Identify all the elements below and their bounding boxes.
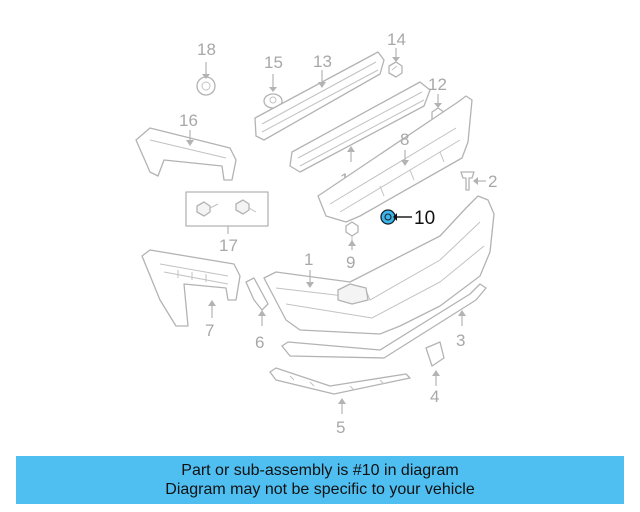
label-5: 5 bbox=[336, 418, 345, 437]
part-15-clip: 15 bbox=[263, 53, 283, 109]
part-16-side-bracket: 16 bbox=[135, 111, 237, 181]
label-9: 9 bbox=[346, 253, 355, 272]
label-17: 17 bbox=[219, 236, 238, 255]
part-10-highlight bbox=[380, 209, 396, 225]
part-9-bolt: 9 bbox=[345, 221, 359, 272]
label-2: 2 bbox=[488, 172, 497, 191]
part-2-clip: 2 bbox=[460, 171, 497, 191]
part-10-nut: 10 bbox=[380, 208, 435, 229]
banner-line-1: Part or sub-assembly is #10 in diagram bbox=[181, 462, 459, 479]
parts-diagram: 18 15 13 14 11 12 bbox=[135, 30, 497, 437]
info-banner: Part or sub-assembly is #10 in diagram D… bbox=[16, 456, 624, 504]
label-15: 15 bbox=[264, 53, 283, 72]
part-17-fastener-kit: 17 bbox=[185, 191, 269, 255]
part-7-side-bracket: 7 bbox=[141, 249, 241, 340]
part-3-lower-valance: 3 bbox=[281, 283, 487, 359]
part-8-lower-bracket: 8 bbox=[317, 95, 473, 223]
part-4-small-bracket: 4 bbox=[425, 341, 445, 406]
banner-line-2: Diagram may not be specific to your vehi… bbox=[165, 481, 475, 498]
part-14-bolt: 14 bbox=[387, 30, 406, 78]
part-6-side-spacer: 6 bbox=[245, 277, 269, 352]
label-1: 1 bbox=[304, 250, 313, 269]
part-5-molding-strip: 5 bbox=[269, 367, 411, 437]
label-14: 14 bbox=[387, 30, 406, 49]
label-16: 16 bbox=[179, 111, 198, 130]
label-3: 3 bbox=[456, 331, 465, 350]
label-12: 12 bbox=[428, 75, 447, 94]
part-13-absorber: 13 bbox=[254, 51, 385, 141]
label-18: 18 bbox=[197, 40, 216, 59]
label-10: 10 bbox=[414, 208, 435, 229]
part-18-grommet: 18 bbox=[196, 40, 216, 96]
label-13: 13 bbox=[313, 52, 332, 71]
label-7: 7 bbox=[205, 321, 214, 340]
label-6: 6 bbox=[255, 333, 264, 352]
label-4: 4 bbox=[430, 387, 439, 406]
label-8: 8 bbox=[400, 130, 409, 149]
part-1-bumper-cover: 1 bbox=[263, 195, 495, 335]
